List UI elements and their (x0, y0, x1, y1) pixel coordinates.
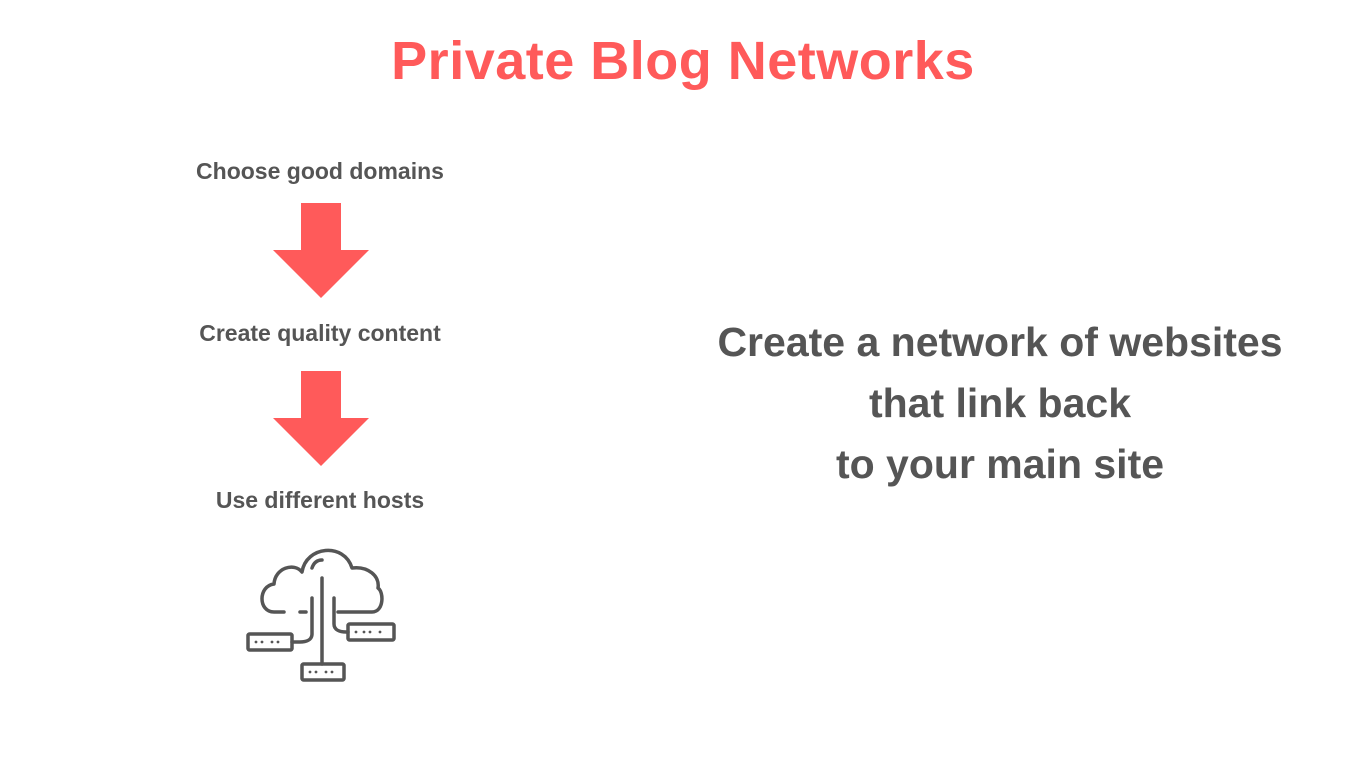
step-create-content: Create quality content (199, 320, 441, 346)
step-choose-domains: Choose good domains (196, 158, 444, 184)
step-different-hosts: Use different hosts (215, 487, 425, 513)
description-line: Create a network of websites (717, 319, 1283, 365)
description-line: that link back (868, 380, 1131, 426)
arrow-down-icon (273, 371, 369, 466)
description-line: to your main site (835, 441, 1165, 487)
network-description: Create a network of websites that link b… (690, 312, 1310, 495)
page-title: Private Blog Networks (391, 31, 975, 91)
cloud-network-icon (246, 548, 396, 682)
arrow-down-icon (273, 203, 369, 298)
